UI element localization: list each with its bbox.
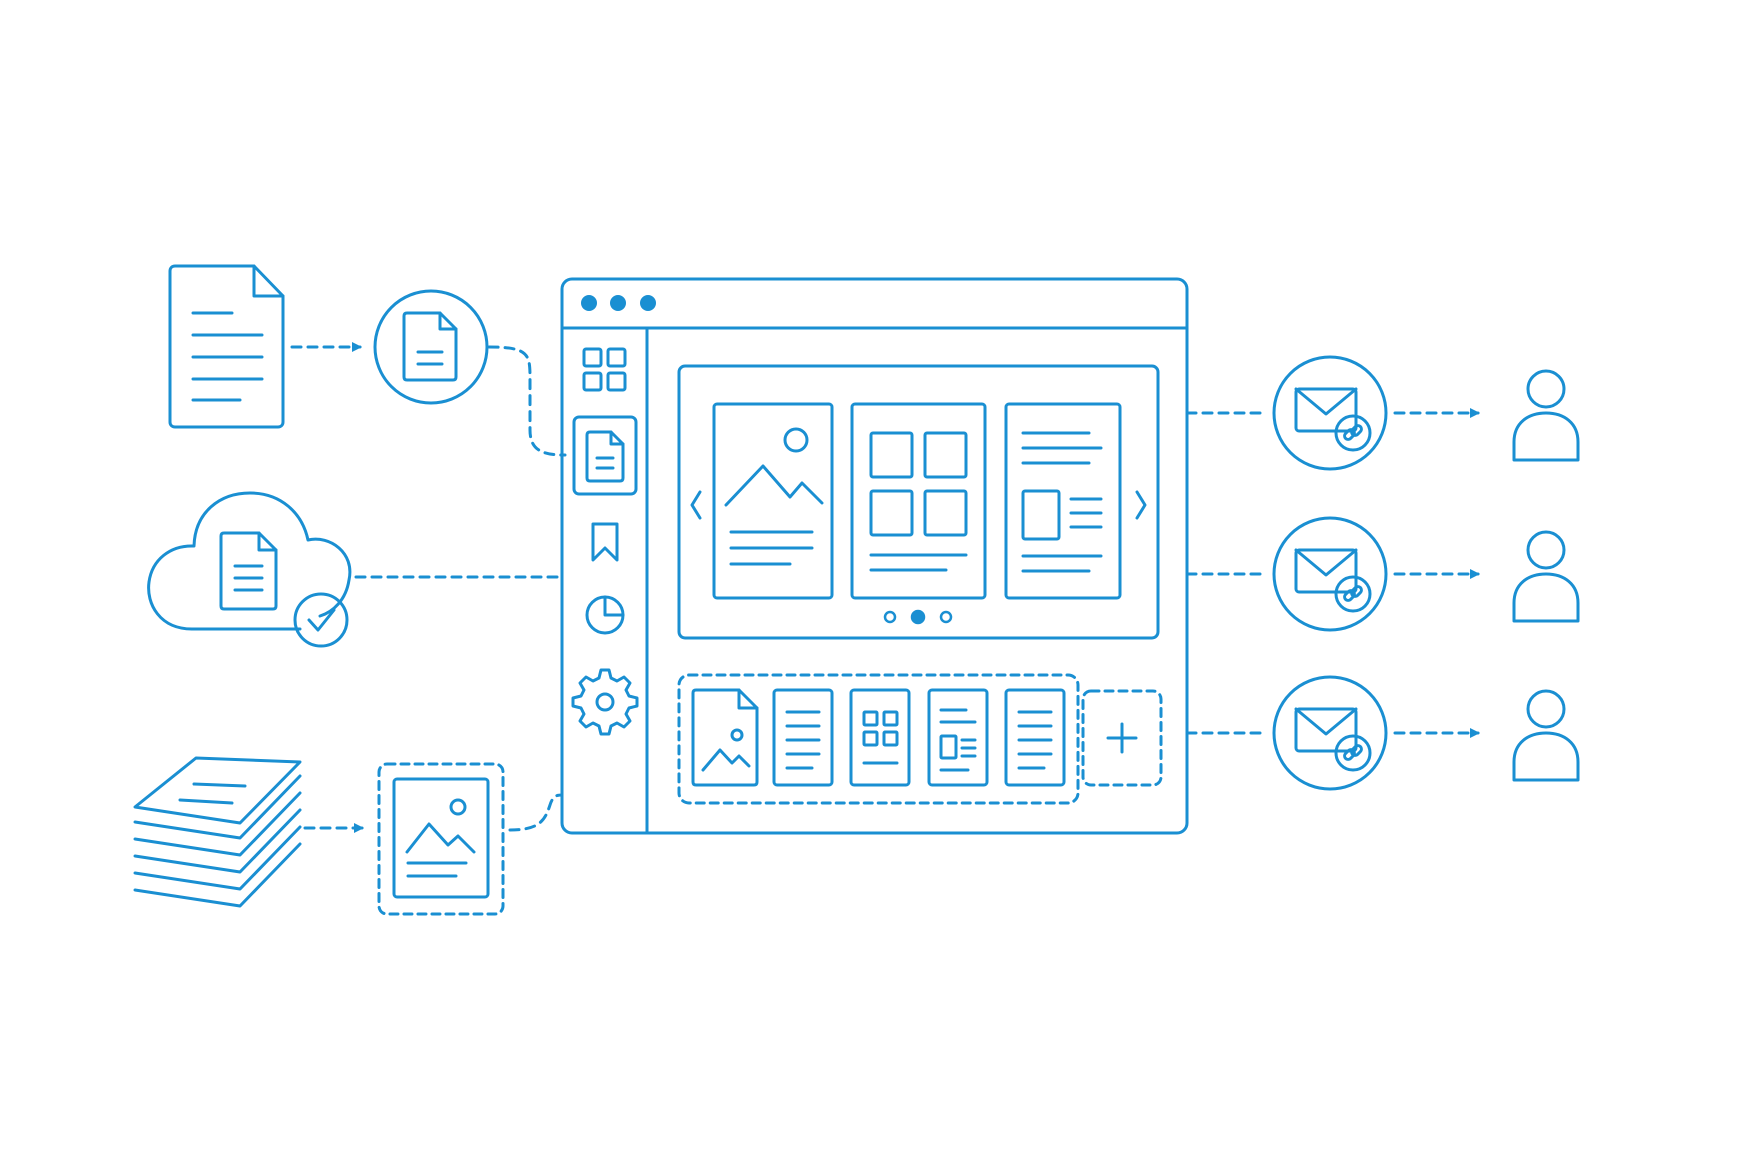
carousel-card-image[interactable] [712, 402, 834, 600]
window-frame [560, 277, 1189, 835]
image-page-icon [377, 762, 505, 916]
bookmark-icon[interactable] [591, 522, 619, 562]
circle-document-icon [373, 289, 489, 405]
document-icon [585, 430, 625, 483]
carousel-panel [677, 364, 1160, 640]
carousel-dot[interactable] [939, 610, 953, 624]
email-link-icon [1272, 675, 1388, 791]
connector-circle-to-app [487, 345, 567, 457]
carousel-card-layout[interactable] [1004, 402, 1122, 600]
recipients [1272, 355, 1580, 791]
user-icon [1512, 369, 1580, 462]
cloud-document-checked-icon [147, 491, 352, 648]
sidebar-item-document[interactable] [572, 415, 638, 496]
add-thumbnail-button[interactable] [1081, 689, 1163, 787]
user-icon [1512, 689, 1580, 782]
thumbnail-image[interactable] [691, 688, 759, 787]
carousel-dot-active[interactable] [910, 609, 926, 625]
thumbnail-text-2[interactable] [1004, 688, 1066, 787]
thumbnail-text-1[interactable] [772, 688, 834, 787]
email-link-icon [1272, 355, 1388, 471]
email-link-icon [1272, 516, 1388, 632]
user-icon [1512, 530, 1580, 623]
window-minimize-dot[interactable] [610, 295, 626, 311]
source-document-icon [168, 264, 285, 429]
grid-icon[interactable] [582, 347, 627, 392]
gear-icon[interactable] [571, 668, 639, 736]
connector-image-to-app [508, 793, 564, 832]
carousel-prev-icon[interactable] [690, 490, 702, 520]
sidebar [571, 347, 639, 736]
thumbnail-layout[interactable] [927, 688, 989, 787]
connectors [290, 342, 1480, 833]
carousel-pagination [883, 609, 953, 625]
plus-icon [1106, 722, 1138, 754]
link-badge-icon [1334, 734, 1372, 772]
paper-stack-icon [133, 756, 302, 908]
link-badge-icon [1334, 414, 1372, 452]
thumbnail-grid[interactable] [849, 688, 911, 787]
thumbnail-selection-box [677, 673, 1080, 805]
pie-chart-icon[interactable] [585, 595, 625, 635]
carousel-frame [677, 364, 1160, 640]
check-badge-icon [293, 592, 349, 648]
carousel-dot[interactable] [883, 610, 897, 624]
carousel-card-grid[interactable] [850, 402, 987, 600]
window-close-dot[interactable] [581, 295, 597, 311]
thumbnail-strip [677, 673, 1163, 805]
carousel-next-icon[interactable] [1135, 490, 1147, 520]
link-badge-icon [1334, 575, 1372, 613]
app-window [560, 277, 1189, 835]
window-maximize-dot[interactable] [640, 295, 656, 311]
